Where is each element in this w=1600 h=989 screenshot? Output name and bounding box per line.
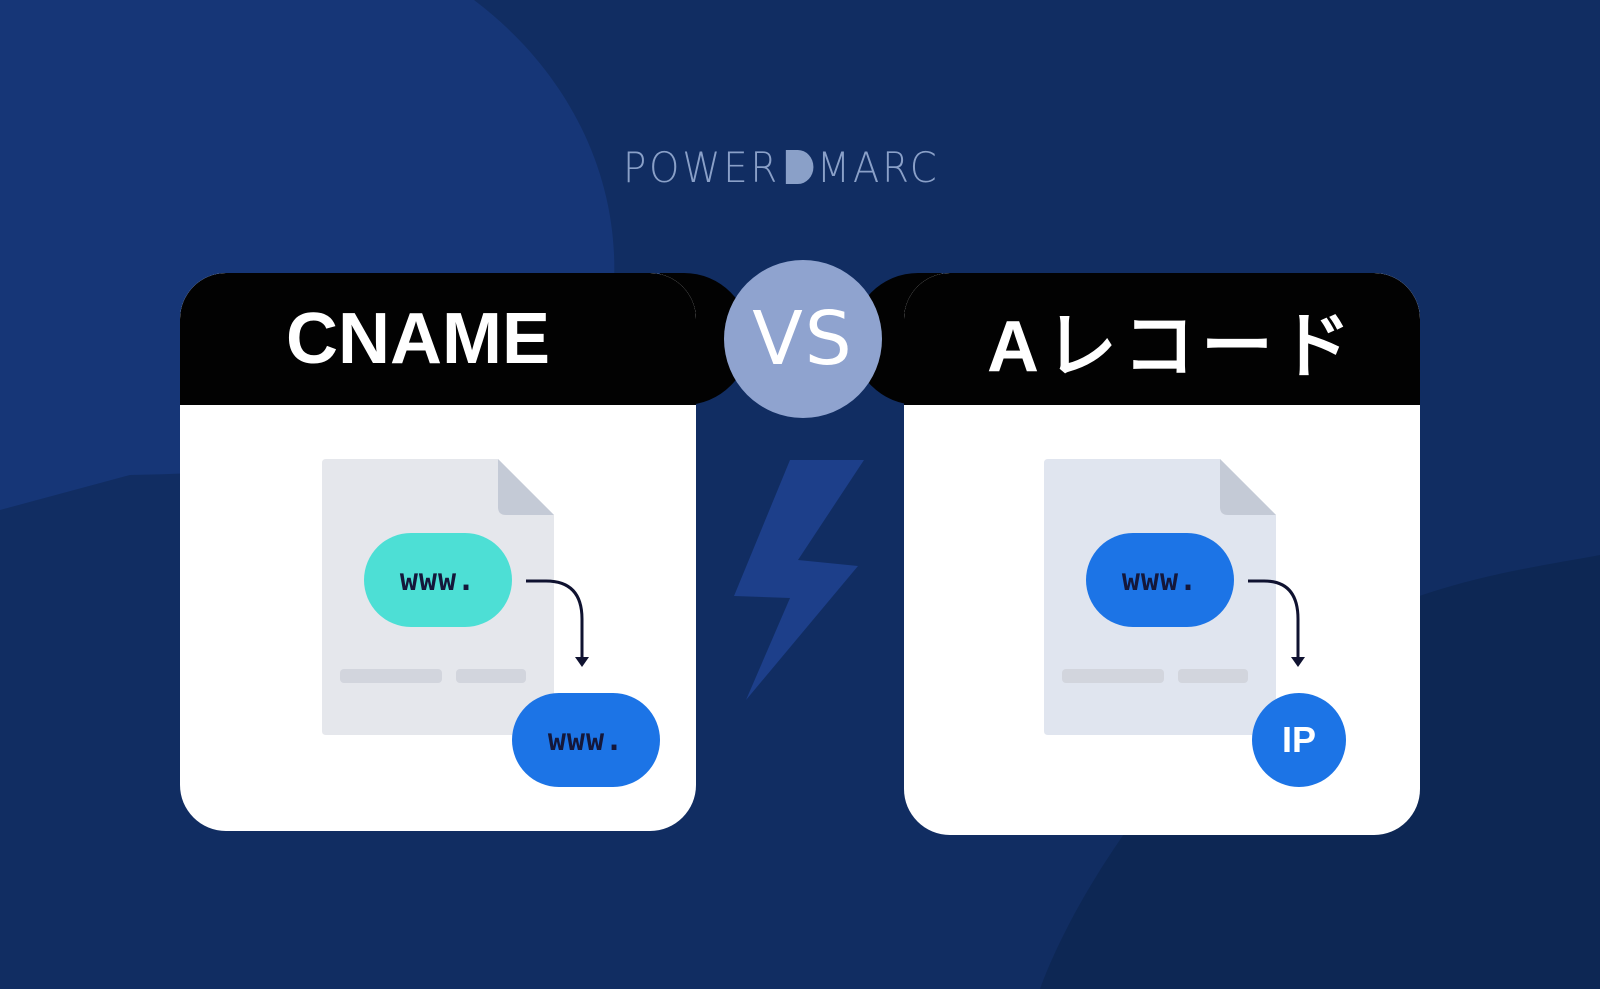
a-record-resolve-arrow-icon bbox=[1248, 579, 1305, 667]
a-record-title: Aレコード bbox=[987, 306, 1357, 387]
cname-target-text: www. bbox=[547, 722, 625, 758]
cname-source-pill: www. bbox=[364, 533, 512, 627]
logo-text-marc: MARC bbox=[816, 142, 940, 192]
cname-source-text: www. bbox=[399, 562, 477, 598]
cname-title: CNAME bbox=[286, 299, 550, 379]
a-record-card: Aレコード www. IP bbox=[904, 273, 1420, 835]
cname-card: CNAME www. www. bbox=[180, 273, 696, 831]
cname-redirect-arrow-icon bbox=[526, 579, 589, 667]
a-record-source-text: www. bbox=[1121, 562, 1199, 598]
cname-target-pill: www. bbox=[512, 693, 660, 787]
powerdmarc-logo: POWER MARC bbox=[623, 142, 940, 192]
logo-text-power: POWER bbox=[623, 142, 780, 192]
vs-badge: VS bbox=[724, 260, 882, 418]
a-record-source-pill: www. bbox=[1086, 533, 1234, 627]
vs-label: VS bbox=[752, 296, 854, 382]
ip-address-badge: IP bbox=[1252, 693, 1346, 787]
logo-d-mark-icon bbox=[785, 150, 814, 184]
a-record-card-header bbox=[904, 273, 1420, 405]
lightning-bolt-icon bbox=[734, 460, 864, 700]
ip-label: IP bbox=[1281, 719, 1316, 760]
cname-card-header bbox=[180, 273, 696, 405]
